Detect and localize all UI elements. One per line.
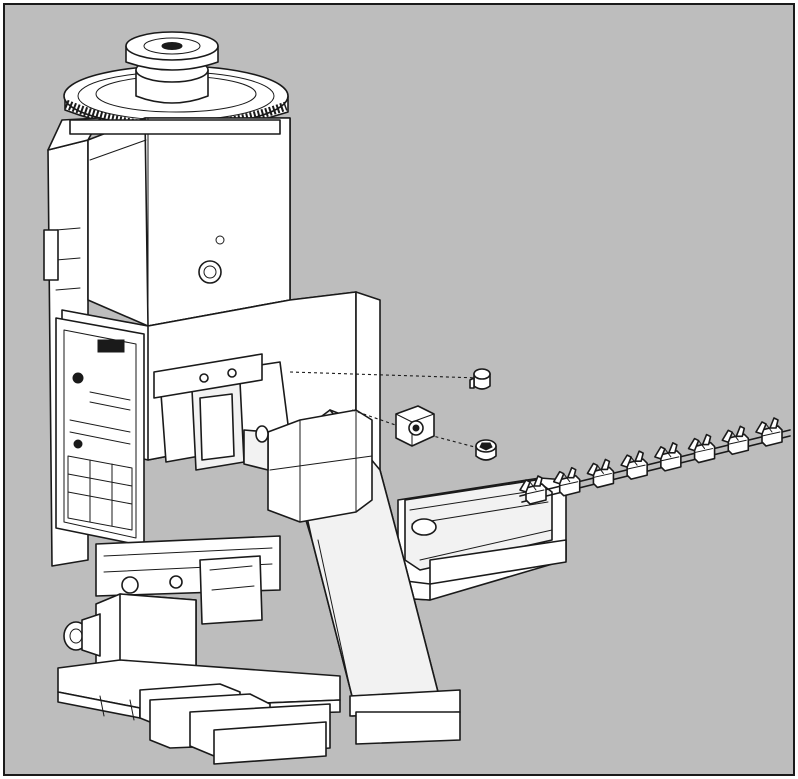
crimp-terminal: [687, 433, 716, 464]
crimp-terminal: [721, 425, 750, 456]
square-nut: [395, 405, 435, 447]
crimp-terminal: [755, 417, 783, 447]
assembly-line-upper: [289, 371, 481, 379]
crimp-terminal: [654, 442, 682, 472]
bushing: [469, 368, 491, 390]
terminal-strip: [519, 417, 791, 505]
base-plates: [57, 659, 341, 765]
feed-track: [397, 477, 567, 601]
assembly-line-block: [351, 409, 411, 431]
identification-plate: [55, 317, 145, 547]
crimp-terminal: [519, 475, 547, 505]
lower-block: [63, 593, 197, 681]
upper-column: [69, 117, 291, 327]
column-collar: [69, 119, 281, 135]
lower-mechanism: [95, 535, 281, 625]
feed-screw: [411, 518, 437, 536]
die-holder: [243, 409, 373, 523]
crimp-terminal: [586, 458, 615, 489]
crimp-terminal: [620, 450, 648, 480]
column-port: [198, 260, 222, 284]
crimp-terminal: [552, 466, 581, 497]
exploded-parts: [289, 368, 497, 461]
socket-screw: [475, 439, 497, 461]
